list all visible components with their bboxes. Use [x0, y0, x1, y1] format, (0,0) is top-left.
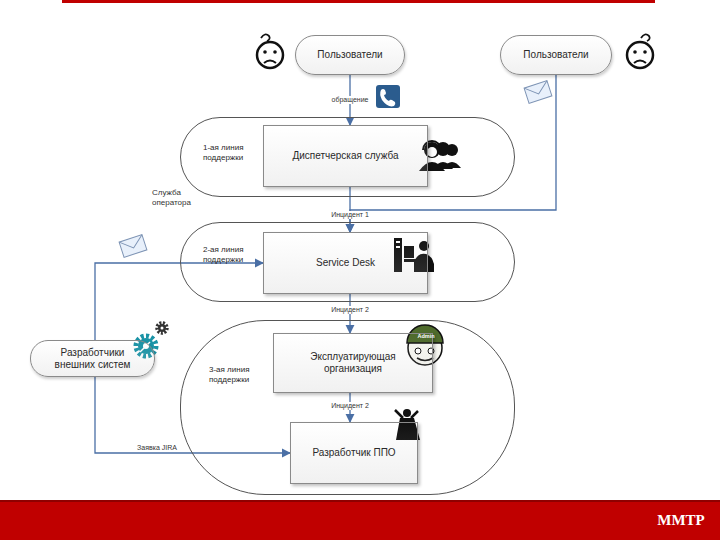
phone-icon: [376, 85, 400, 108]
actor-pill: Разработчики внешних систем: [30, 340, 155, 377]
gears-icon: [157, 323, 167, 333]
top-bar: [62, 0, 655, 3]
band-title: 2-ая линия поддержки: [203, 245, 269, 264]
bottom-bar-edge: [0, 500, 720, 502]
band-title: 3-ая линия поддержки: [209, 365, 275, 384]
sad-face: [261, 34, 270, 41]
sad-face: [627, 34, 653, 68]
helmet-label: Admin: [413, 333, 439, 340]
envelope-icon: [524, 81, 550, 98]
sad-face: [627, 42, 653, 68]
node-text: Диспетчерская служба: [288, 150, 402, 162]
sad-face: [257, 42, 283, 68]
sad-face: [643, 50, 647, 54]
sad-face: [641, 34, 650, 41]
actor-pill: Пользователи: [295, 35, 405, 75]
edge-label: Инцидент 2: [330, 306, 370, 314]
envelope-icon: [119, 235, 147, 258]
superhero-icon: [403, 409, 411, 417]
sad-face: [634, 61, 646, 64]
process-box: Разработчик ППО: [290, 422, 418, 484]
phone-icon: [380, 89, 395, 106]
flow-arrow: [95, 377, 290, 453]
envelope-icon: [524, 81, 552, 104]
gears-icon: [158, 324, 166, 332]
bottom-bar: [0, 500, 720, 540]
node-text: Эксплуатирующая организация: [278, 351, 428, 375]
gears-icon: [161, 327, 164, 330]
group-label: Служба оператора: [152, 188, 212, 207]
process-box: Service Desk: [263, 232, 428, 294]
actor-pill: Пользователи: [500, 35, 612, 75]
node-text: Пользователи: [313, 49, 386, 61]
edge-label: Инцидент 2: [330, 402, 370, 410]
envelope-icon: [119, 235, 145, 252]
footer-logo: ММТР: [648, 511, 714, 529]
operators-icon: [427, 147, 437, 157]
sad-face: [273, 50, 277, 54]
band-title: 1-ая линия поддержки: [203, 143, 269, 162]
support-band: 1-ая линия поддержки Диспетчерская служба: [180, 117, 515, 197]
sad-face: [633, 50, 637, 54]
sad-face: [257, 34, 283, 68]
process-box: Эксплуатирующая организация: [273, 333, 433, 393]
phone-icon: [376, 85, 400, 108]
node-text: Разработчики внешних систем: [35, 347, 150, 371]
support-band: 2-ая линия поддержкиService Desk: [180, 222, 515, 302]
process-box: Диспетчерская служба: [263, 125, 428, 187]
envelope-icon: [119, 235, 147, 258]
node-text: Разработчик ППО: [308, 447, 399, 459]
sad-face: [263, 50, 267, 54]
superhero-icon: [395, 410, 418, 418]
node-text: Пользователи: [519, 49, 592, 61]
envelope-icon: [524, 81, 552, 104]
edge-label: Заявка JIRA: [136, 444, 178, 452]
sad-face: [264, 61, 276, 64]
edge-label: Инцидент 1: [330, 211, 370, 219]
edge-label: обращение: [331, 96, 370, 104]
node-text: Service Desk: [312, 257, 379, 269]
